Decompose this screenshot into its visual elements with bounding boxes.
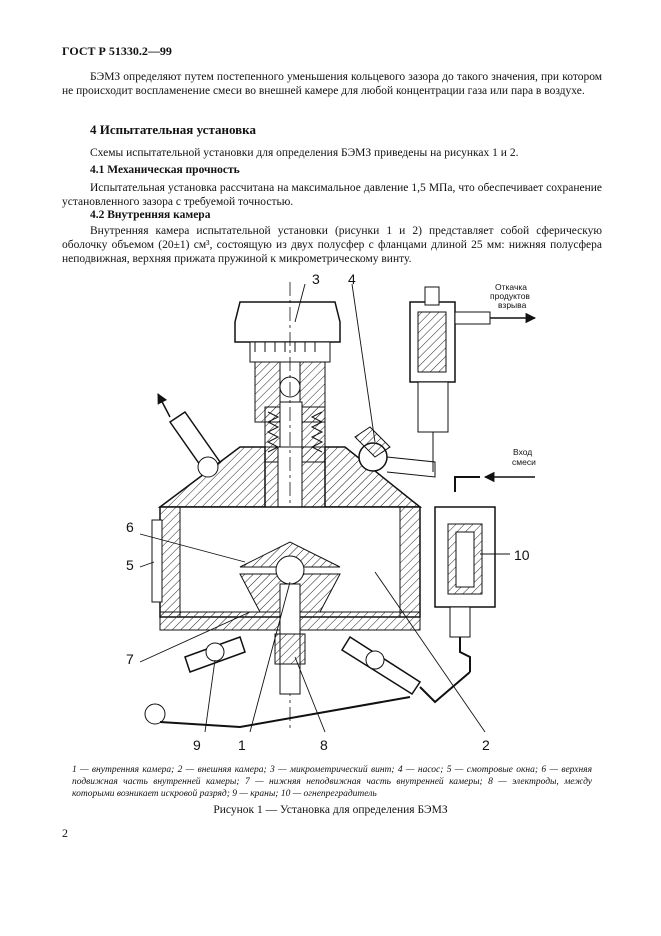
figure-label-2: 2 — [482, 737, 490, 753]
inlet-label-2: смеси — [512, 457, 536, 467]
page-number: 2 — [62, 826, 68, 840]
figure-title: Рисунок 1 — Установка для определения БЭ… — [213, 804, 448, 816]
test-apparatus-diagram: Откачка продуктов взрыва Вход смеси — [126, 271, 537, 753]
subsection-text-4-2: Внутренняя камера испытательной установк… — [62, 225, 602, 265]
section-text: Схемы испытательной установки для опреде… — [90, 147, 519, 159]
figure-label-6: 6 — [126, 519, 134, 535]
figure-label-10: 10 — [514, 547, 530, 563]
inlet-label-1: Вход — [513, 447, 532, 457]
outer-chamber-cover — [157, 282, 423, 732]
subsection-text-4-1: Испытательная установка рассчитана на ма… — [62, 182, 602, 208]
document-header: ГОСТ Р 51330.2—99 — [62, 44, 172, 58]
figure-label-7: 7 — [126, 651, 134, 667]
subsection-heading-4-1: 4.1 Механическая прочность — [90, 164, 240, 176]
figure-legend: 1 — внутренняя камера; 2 — внешняя камер… — [72, 765, 592, 799]
figure-label-4: 4 — [348, 271, 356, 287]
exhaust-label-1: Откачка — [495, 282, 527, 292]
figure-label-3: 3 — [312, 271, 320, 287]
subsection-heading-4-2: 4.2 Внутренняя камера — [90, 209, 211, 221]
exhaust-vessel — [409, 286, 537, 433]
exhaust-label-2: продуктов — [490, 291, 530, 301]
leader-lines — [139, 283, 510, 733]
upper-left-valve — [157, 393, 222, 478]
flame-arrester — [434, 471, 535, 672]
exhaust-label-3: взрыва — [498, 300, 527, 310]
pump — [354, 426, 436, 478]
figure-label-5: 5 — [126, 557, 134, 573]
figure-label-1: 1 — [238, 737, 246, 753]
inner-chamber — [239, 541, 341, 695]
section-heading: 4 Испытательная установка — [90, 122, 256, 137]
intro-paragraph: БЭМЗ определяют путем постепенного умень… — [62, 71, 602, 97]
figure-label-9: 9 — [193, 737, 201, 753]
lower-valves — [144, 635, 471, 729]
figure-label-8: 8 — [320, 737, 328, 753]
